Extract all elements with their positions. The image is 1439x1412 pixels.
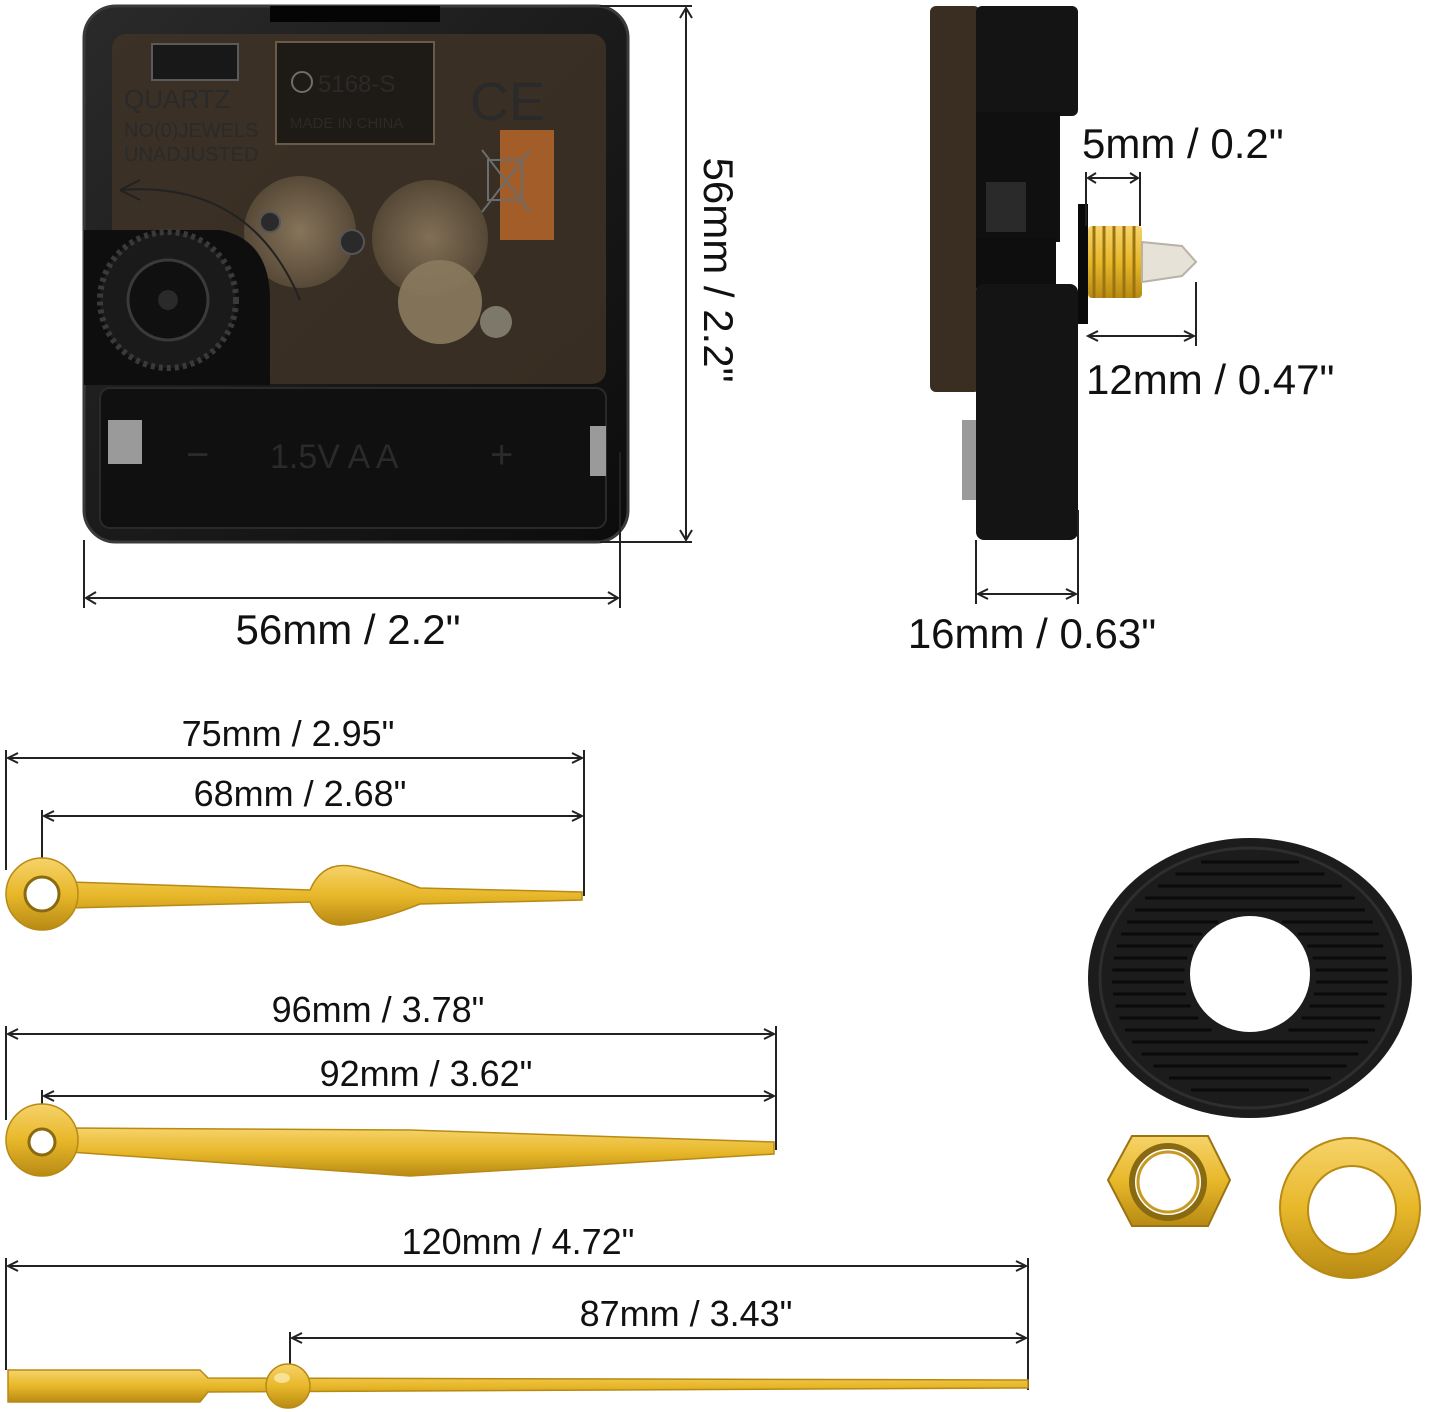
gear-small-icon (398, 260, 482, 344)
movement-side-view (930, 6, 1198, 540)
gear-tiny-icon (480, 306, 512, 338)
cert-mark-icon (291, 71, 313, 93)
rubber-washer (1088, 838, 1412, 1118)
minute-hand-dimensions: 75mm / 2.95" 68mm / 2.68" (5, 713, 585, 896)
second-hand (7, 1363, 1029, 1409)
hour-hand-effective-label: 92mm / 3.62" (320, 1053, 533, 1094)
weee-bin-icon (481, 149, 531, 213)
second-hand-total-label: 120mm / 4.72" (402, 1221, 635, 1262)
hour-hand-hole (27, 1127, 57, 1157)
movement-width-dimension: 56mm / 2.2" (83, 452, 621, 653)
movement-depth-dimension: 16mm / 0.63" (908, 510, 1156, 657)
second-hand-dimensions: 120mm / 4.72" 87mm / 3.43" (5, 1221, 1029, 1390)
shaft-length-label: 12mm / 0.47" (1086, 356, 1334, 403)
movement-depth-label: 16mm / 0.63" (908, 610, 1156, 657)
label-plate (275, 41, 435, 145)
made-in-label: MADE IN CHINA (290, 115, 403, 132)
second-hand-pin (1141, 240, 1198, 284)
second-hand-hub (265, 1363, 311, 1409)
battery-spec: 1.5V A A (270, 438, 399, 476)
pivot-icon (259, 211, 281, 233)
top-notch (270, 6, 440, 22)
battery-minus: − (186, 433, 209, 477)
quartz-label: QUARTZ (124, 84, 231, 114)
hour-hand (5, 1103, 775, 1177)
minute-hand-total-label: 75mm / 2.95" (182, 713, 395, 754)
minute-hand-effective-label: 68mm / 2.68" (194, 773, 407, 814)
side-housing-translucent (930, 6, 980, 392)
movement-front-view: QUARTZ NO(0)JEWELS UNADJUSTED 5168-S MAD… (82, 4, 630, 544)
hour-hand-total-label: 96mm / 3.78" (272, 989, 485, 1030)
battery-contact-icon (590, 426, 606, 476)
rotation-arrow-icon (119, 188, 301, 301)
brass-washer (1279, 1137, 1421, 1279)
battery-spring-icon (108, 420, 142, 464)
minute-hand-hole (23, 875, 61, 913)
washer-grooves (1112, 860, 1388, 1092)
side-body (976, 284, 1078, 540)
minute-hand (5, 857, 583, 931)
side-battery-contact-icon (962, 420, 976, 500)
label-slot (151, 43, 239, 81)
battery-plus: + (490, 433, 513, 477)
movement-height-label: 56mm / 2.2" (695, 158, 742, 383)
second-hand-effective-label: 87mm / 3.43" (580, 1293, 793, 1334)
ce-mark: CE (470, 72, 545, 132)
movement-height-dimension: 56mm / 2.2" (600, 5, 742, 543)
gear-large-icon (244, 176, 356, 288)
pivot-icon (339, 229, 365, 255)
movement-width-label: 56mm / 2.2" (236, 606, 461, 653)
hour-hand-dimensions: 96mm / 3.78" 92mm / 3.62" (5, 989, 777, 1150)
hex-nut (1106, 1135, 1232, 1227)
washer-hole (1190, 916, 1310, 1032)
shaft-length-dimension: 12mm / 0.47" (1085, 282, 1334, 403)
jewels-label: NO(0)JEWELS (124, 120, 258, 142)
unadjusted-label: UNADJUSTED (124, 144, 258, 166)
shaft-thread-dimension: 5mm / 0.2" (1082, 120, 1284, 226)
model-label: 5168-S (318, 71, 395, 98)
shaft-thread-label: 5mm / 0.2" (1082, 120, 1284, 167)
